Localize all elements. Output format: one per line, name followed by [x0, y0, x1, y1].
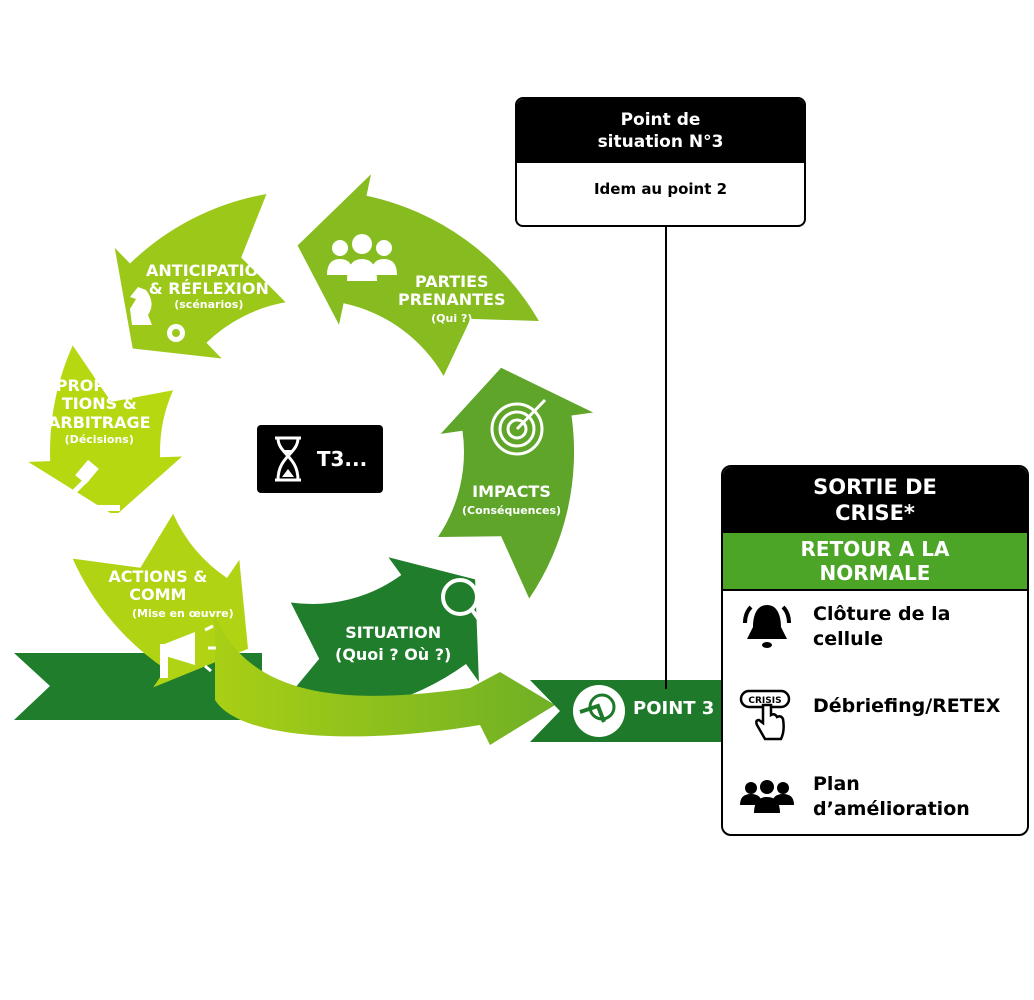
segment-situation: SITUATION (Quoi ? Où ?) [335, 623, 452, 665]
segment-anticipation: ANTICIPATION & RÉFLEXION (scénarios) [146, 261, 272, 311]
cycle-arrow-anticipation [114, 194, 286, 359]
cycle-arrow-propositions [28, 345, 183, 516]
exit-item-text: Clôture de la [813, 603, 951, 626]
exit-title-1: SORTIE DE [813, 474, 937, 499]
cycle-arrow-impacts [438, 367, 594, 599]
gavel-icon [66, 459, 124, 519]
timer-badge: T3... [257, 425, 383, 493]
segment-parties-prenantes: PARTIES PRENANTES (Qui ?) [398, 272, 506, 325]
segment-actions: ACTIONS & COMM (Mise en œuvre) [108, 567, 234, 620]
callout-title-2: situation N°3 [597, 132, 724, 152]
crisis-button-text: CRISIS [748, 696, 781, 706]
callout-body: Idem au point 2 [593, 180, 728, 198]
exit-subtitle-2: NORMALE [819, 561, 931, 585]
connector-line [665, 227, 667, 689]
megaphone-icon [160, 624, 216, 678]
cycle-arrow-parties-prenantes [297, 174, 539, 376]
timeline-band-left [14, 653, 262, 720]
timer-label: T3... [316, 447, 368, 471]
segment-propositions: PROPOSI- TIONS & ARBITRAGE (Décisions) [48, 376, 151, 447]
exit-item-text: Débriefing/RETEX [813, 694, 1001, 717]
magnifier-icon [441, 578, 490, 634]
exit-subtitle-1: RETOUR A LA [800, 537, 950, 561]
hourglass-icon [274, 436, 301, 482]
crisis-button-icon: CRISIS [739, 689, 791, 741]
people-icon [740, 779, 794, 813]
exit-arrow-swoosh [215, 615, 555, 745]
people-icon [327, 234, 397, 281]
exit-item-text: Plan [813, 773, 860, 795]
cycle-arrow-situation [275, 557, 479, 715]
bell-icon [743, 605, 791, 648]
segment-impacts: IMPACTS (Conséquences) [462, 482, 562, 518]
chess-knight-gear-icon [130, 287, 185, 342]
target-icon [490, 398, 547, 456]
exit-item-text: cellule [813, 628, 884, 650]
exit-item-text: d’amélioration [813, 797, 970, 820]
exit-item: CRISIS Débriefing/RETEX [723, 687, 1000, 745]
exit-title-2: CRISE* [835, 501, 915, 525]
cycle-arrow-actions [72, 513, 248, 688]
callout-title-1: Point de [620, 109, 701, 130]
point-label: POINT 3 [633, 698, 715, 719]
